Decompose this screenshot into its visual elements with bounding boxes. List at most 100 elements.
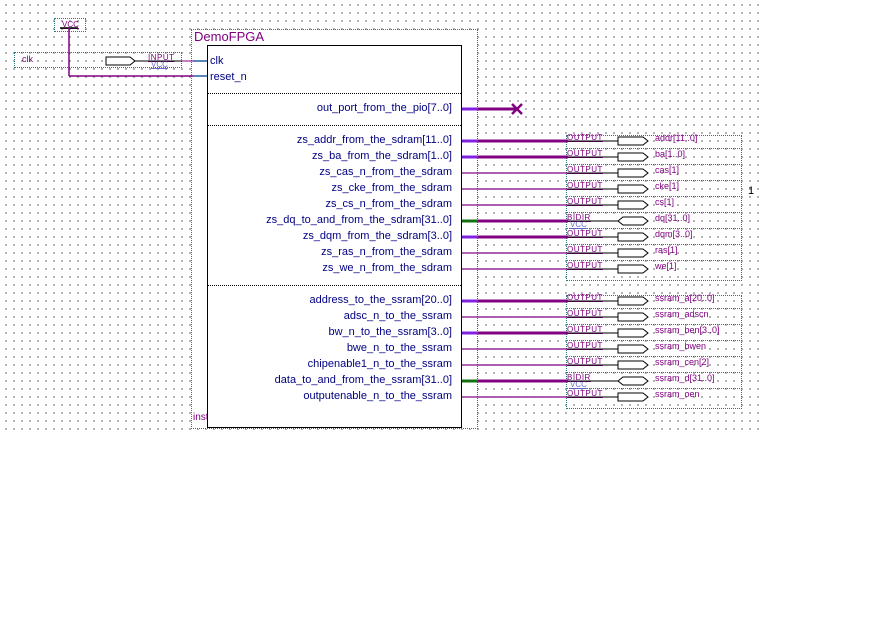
pin-name-sdram-2[interactable]: cas[1] [655, 165, 680, 175]
pin-name-sdram-5[interactable]: dq[31..0] [655, 213, 691, 223]
ssram-pin-group [566, 295, 742, 409]
pin-direction-label: OUTPUT [567, 309, 603, 318]
section-divider [208, 125, 461, 126]
bidir-default-label: VCC [570, 380, 587, 389]
pin-direction-label: OUTPUT [567, 197, 603, 206]
pin-name-sdram-0[interactable]: addr[11..0] [655, 133, 698, 143]
input-pin-clk-name: clk [22, 54, 33, 64]
port-sdram-3[interactable]: zs_cke_from_the_sdram [331, 182, 452, 194]
pin-row-divider [566, 324, 742, 325]
pin-direction-label: BIDIR [567, 213, 591, 222]
bidir-pin-icon [617, 376, 649, 386]
pin-name-sdram-6[interactable]: dqm[3..0] [655, 229, 693, 239]
port-ssram-1[interactable]: adsc_n_to_the_ssram [343, 310, 452, 322]
section-divider [208, 93, 461, 94]
pin-name-sdram-1[interactable]: ba[1..0] [655, 149, 686, 159]
pin-direction-label: OUTPUT [567, 229, 603, 238]
port-sdram-4[interactable]: zs_cs_n_from_the_sdram [325, 198, 452, 210]
output-pin-icon [617, 232, 649, 242]
vcc-symbol[interactable] [54, 18, 86, 32]
pin-name-ssram-6[interactable]: ssram_oen [655, 389, 700, 399]
output-pin-icon [617, 312, 649, 322]
pin-name-sdram-3[interactable]: cke[1] [655, 181, 680, 191]
port-ssram-5[interactable]: data_to_and_from_the_ssram[31..0] [274, 374, 452, 386]
pin-name-sdram-7[interactable]: ras[1] [655, 245, 678, 255]
pin-row-divider [566, 260, 742, 261]
pin-name-ssram-5[interactable]: ssram_d[31..0] [655, 373, 715, 383]
unconnected-x-icon[interactable] [511, 103, 523, 115]
pin-direction-label: OUTPUT [567, 133, 603, 142]
stray-label: 1 [748, 185, 755, 197]
output-pin-icon [617, 344, 649, 354]
pin-row-divider [566, 244, 742, 245]
pin-name-ssram-0[interactable]: ssram_a[20..0] [655, 293, 715, 303]
pin-row-divider [566, 148, 742, 149]
pin-direction-label: OUTPUT [567, 165, 603, 174]
port-sdram-0[interactable]: zs_addr_from_the_sdram[11..0] [296, 134, 452, 146]
pin-direction-label: OUTPUT [567, 261, 603, 270]
pin-name-ssram-3[interactable]: ssram_bwen [655, 341, 707, 351]
output-pin-icon [617, 248, 649, 258]
demofpga-symbol[interactable] [191, 29, 478, 429]
port-ssram-6[interactable]: outputenable_n_to_the_ssram [303, 390, 452, 402]
input-pin-default: VCC [151, 60, 168, 69]
port-ssram-2[interactable]: bw_n_to_the_ssram[3..0] [328, 326, 452, 338]
pin-direction-label: OUTPUT [567, 293, 603, 302]
pin-name-ssram-2[interactable]: ssram_ben[3..0] [655, 325, 720, 335]
block-title: DemoFPGA [194, 29, 265, 44]
port-reset-n[interactable]: reset_n [210, 71, 247, 83]
port-ssram-3[interactable]: bwe_n_to_the_ssram [346, 342, 452, 354]
input-pin-clk[interactable] [14, 52, 182, 68]
port-sdram-8[interactable]: zs_we_n_from_the_sdram [322, 262, 452, 274]
port-sdram-7[interactable]: zs_ras_n_from_the_sdram [321, 246, 452, 258]
pin-direction-label: OUTPUT [567, 149, 603, 158]
pin-row-divider [566, 212, 742, 213]
section-divider [208, 285, 461, 286]
pin-direction-label: OUTPUT [567, 389, 603, 398]
block-body [207, 45, 462, 428]
pin-name-ssram-1[interactable]: ssram_adscn [655, 309, 709, 319]
output-pin-icon [617, 168, 649, 178]
pin-direction-label: OUTPUT [567, 245, 603, 254]
pin-direction-label: OUTPUT [567, 357, 603, 366]
output-pin-icon [617, 360, 649, 370]
port-ssram-0[interactable]: address_to_the_ssram[20..0] [309, 294, 452, 306]
bidir-pin-icon [617, 216, 649, 226]
vcc-label: VCC [62, 20, 79, 29]
pin-row-divider [566, 164, 742, 165]
pin-row-divider [566, 356, 742, 357]
pin-row-divider [566, 228, 742, 229]
port-clk[interactable]: clk [210, 55, 224, 67]
output-pin-icon [617, 328, 649, 338]
input-pin-arrow-icon [105, 56, 136, 66]
pin-direction-label: BIDIR [567, 373, 591, 382]
pin-direction-label: OUTPUT [567, 181, 603, 190]
pin-name-sdram-8[interactable]: we[1] [655, 261, 677, 271]
pin-name-ssram-4[interactable]: ssram_cen[2] [655, 357, 710, 367]
output-pin-icon [617, 184, 649, 194]
pin-row-divider [566, 196, 742, 197]
bidir-default-label: VCC [570, 220, 587, 229]
port-sdram-2[interactable]: zs_cas_n_from_the_sdram [319, 166, 452, 178]
pin-name-sdram-4[interactable]: cs[1] [655, 197, 675, 207]
output-pin-icon [617, 392, 649, 402]
pin-direction-label: OUTPUT [567, 341, 603, 350]
pin-row-divider [566, 388, 742, 389]
port-sdram-6[interactable]: zs_dqm_from_the_sdram[3..0] [302, 230, 452, 242]
output-pin-icon [617, 200, 649, 210]
input-pin-dir: INPUT [148, 53, 175, 62]
port-out-port-pio[interactable]: out_port_from_the_pio[7..0] [316, 102, 452, 114]
output-pin-icon [617, 296, 649, 306]
pin-row-divider [566, 308, 742, 309]
pin-row-divider [566, 340, 742, 341]
pin-direction-label: OUTPUT [567, 325, 603, 334]
sdram-pin-group [566, 135, 742, 281]
output-pin-icon [617, 136, 649, 146]
port-ssram-4[interactable]: chipenable1_n_to_the_ssram [307, 358, 452, 370]
pin-row-divider [566, 180, 742, 181]
port-sdram-1[interactable]: zs_ba_from_the_sdram[1..0] [311, 150, 452, 162]
instance-label: inst [193, 412, 209, 423]
port-sdram-5[interactable]: zs_dq_to_and_from_the_sdram[31..0] [266, 214, 452, 226]
